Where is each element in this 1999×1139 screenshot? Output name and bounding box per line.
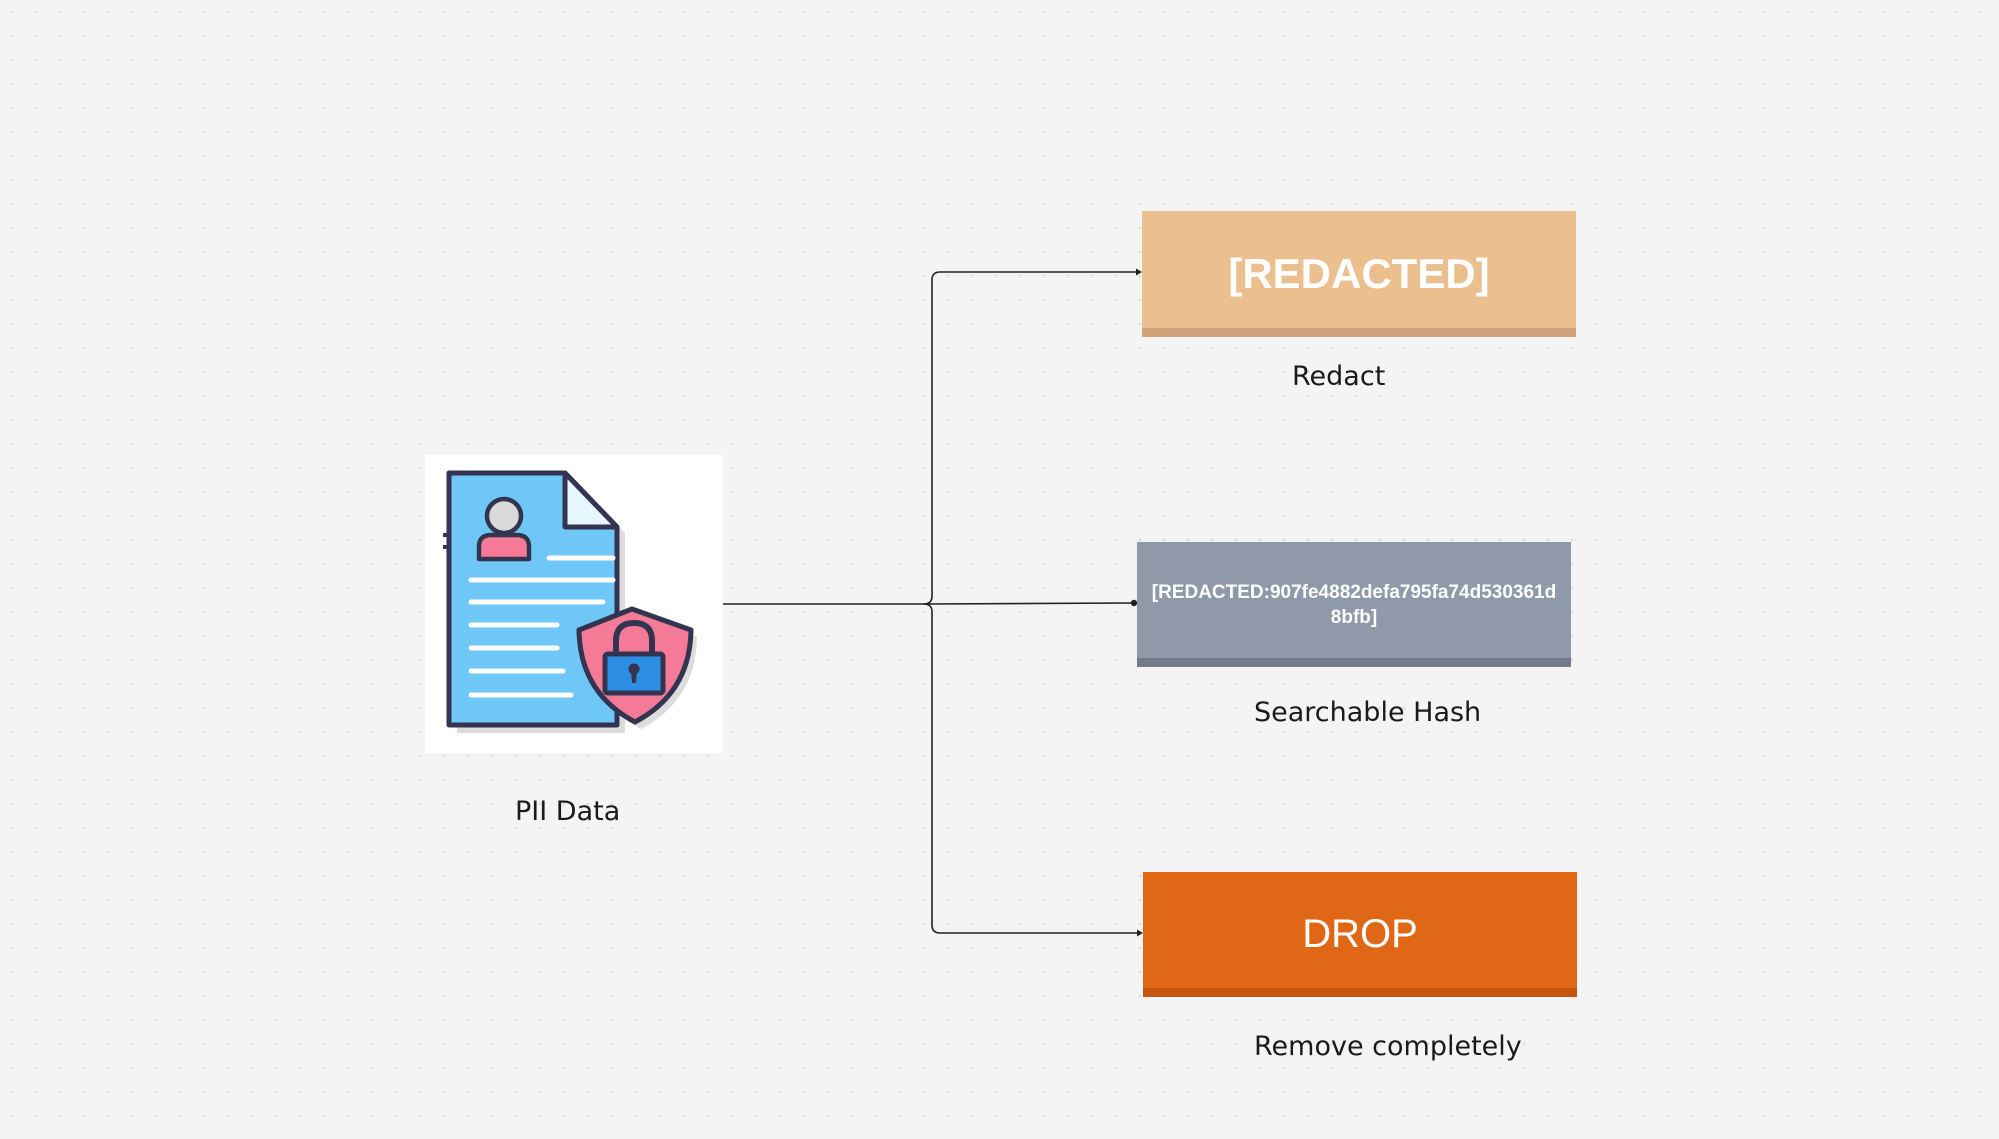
redact-caption: Redact [1292,361,1386,392]
arrowhead-redact [1136,268,1142,276]
pii-data-label: PII Data [515,796,621,827]
redact-output-box[interactable]: [REDACTED] [1142,211,1576,337]
pii-data-node[interactable] [425,455,723,753]
arrowhead-hash [1130,599,1138,607]
drop-output-box[interactable]: DROP [1143,872,1577,997]
remove-completely-caption: Remove completely [1254,1031,1522,1062]
connector-to-redact [923,271,1137,605]
connector-to-hash [923,602,1134,605]
searchable-hash-caption: Searchable Hash [1254,697,1482,728]
document-lock-icon [443,470,697,733]
arrowhead-drop [1137,929,1143,937]
connector-to-drop [923,603,1138,934]
searchable-hash-output-box[interactable]: [REDACTED:907fe4882defa795fa74d530361d8b… [1137,542,1571,667]
